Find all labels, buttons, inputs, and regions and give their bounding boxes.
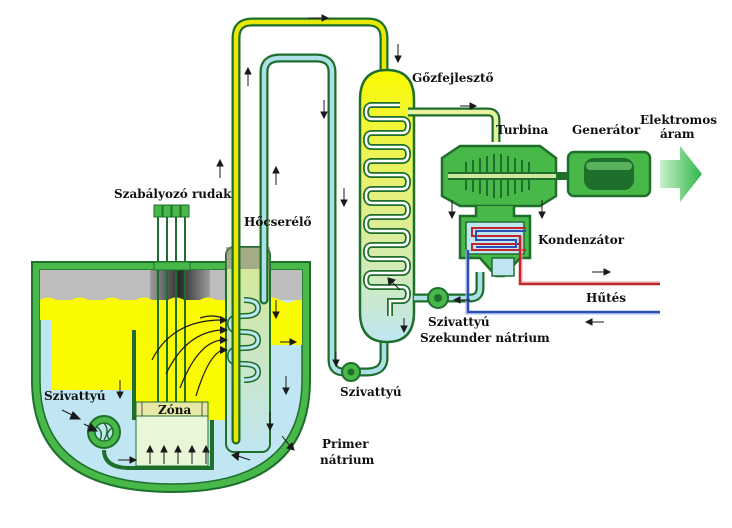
label-cooling: Hűtés [586, 291, 626, 305]
flow-arrows [61, 14, 612, 464]
label-condenser: Kondenzátor [538, 233, 625, 247]
label-turbine: Turbina [496, 123, 549, 137]
label-heat-exchanger: Hőcserélő [244, 215, 312, 229]
electric-power-arrow [660, 146, 702, 202]
label-primary-sodium-1: Primer [322, 437, 369, 451]
label-pump-secondary-right: Szivattyú [428, 315, 490, 329]
label-electric-power-1: Elektromos [640, 113, 717, 127]
label-pump-secondary-bottom: Szivattyú [340, 385, 402, 399]
label-secondary-sodium: Szekunder nátrium [420, 331, 550, 345]
secondary-loop [231, 17, 389, 445]
label-electric-power-2: áram [660, 127, 695, 141]
core [135, 401, 209, 467]
label-primary-sodium-2: nátrium [320, 453, 375, 467]
feedwater-pump [427, 287, 449, 309]
steam-generator [358, 68, 416, 344]
cooling-lines [465, 236, 660, 315]
hot-flow-arrowheads [220, 316, 228, 354]
steam-pipe [408, 107, 501, 142]
label-generator: Generátor [572, 123, 641, 137]
feedwater-pipe [414, 272, 485, 303]
secondary-pump [341, 362, 361, 382]
hot-flow-arrows [151, 315, 223, 397]
turbine [440, 144, 558, 208]
label-pump-primary: Szivattyú [44, 389, 106, 403]
label-steam-generator: Gőzfejlesztő [412, 71, 494, 85]
label-control-rods: Szabályozó rudak [114, 187, 232, 201]
primary-pump [87, 415, 121, 449]
generator [566, 150, 652, 198]
label-core: Zóna [158, 403, 191, 417]
control-rods [153, 204, 191, 402]
